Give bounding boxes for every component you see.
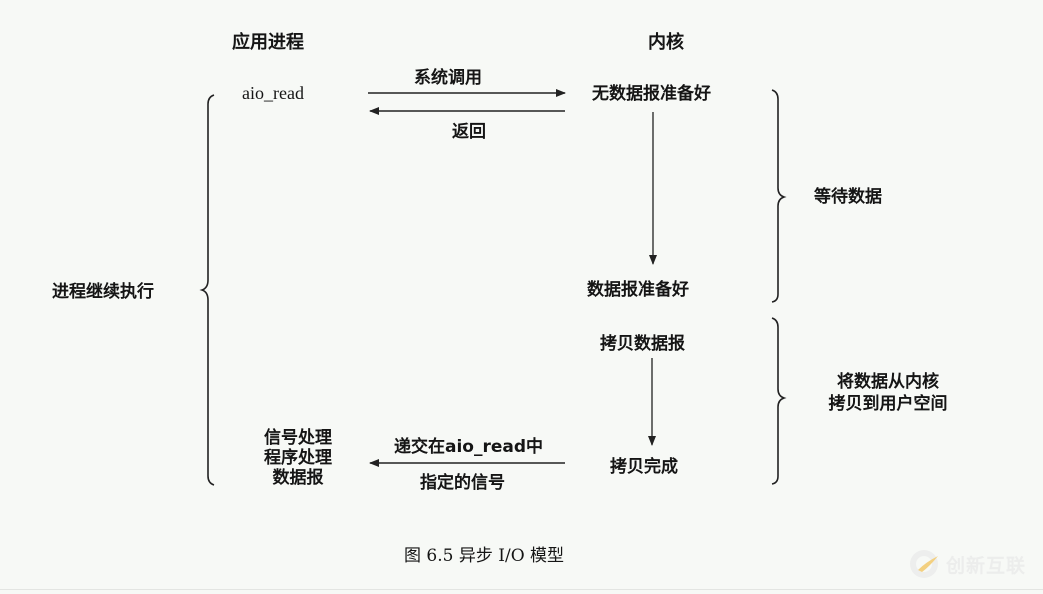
deliver-signal-line2: 指定的信号 xyxy=(420,473,505,493)
phase-copy-label: 将数据从内核 拷贝到用户空间 xyxy=(808,372,968,414)
signal-handler-line1: 信号处理 xyxy=(264,428,332,448)
bottom-divider xyxy=(0,589,1043,590)
wait-brace xyxy=(771,89,787,303)
process-brace xyxy=(199,94,215,486)
deliver-signal-line1: 递交在aio_read中 xyxy=(394,437,544,457)
process-continue-label: 进程继续执行 xyxy=(52,282,154,302)
kernel-not-ready: 无数据报准备好 xyxy=(592,84,711,104)
syscall-label: 系统调用 xyxy=(414,68,482,88)
aio-read-call: aio_read xyxy=(242,83,304,103)
return-label: 返回 xyxy=(452,122,486,142)
figure-caption: 图 6.5 异步 I/O 模型 xyxy=(404,546,565,566)
signal-handler-line2: 程序处理 xyxy=(264,448,332,468)
signal-handler-line3: 数据报 xyxy=(272,468,324,488)
kernel-copy: 拷贝数据报 xyxy=(600,334,685,354)
kernel-header: 内核 xyxy=(648,32,684,53)
kernel-copy-done: 拷贝完成 xyxy=(610,457,678,477)
signal-handler-block: 信号处理 程序处理 数据报 xyxy=(250,428,346,488)
copy-brace xyxy=(771,317,787,485)
kernel-ready: 数据报准备好 xyxy=(587,280,689,300)
watermark: 创新互联 xyxy=(908,548,1026,580)
phase-copy-line1: 将数据从内核 xyxy=(837,372,939,392)
watermark-text: 创新互联 xyxy=(946,554,1027,577)
phase-wait-label: 等待数据 xyxy=(814,187,882,207)
watermark-logo-icon xyxy=(910,550,938,578)
phase-copy-line2: 拷贝到用户空间 xyxy=(828,394,948,414)
process-header: 应用进程 xyxy=(232,32,304,53)
